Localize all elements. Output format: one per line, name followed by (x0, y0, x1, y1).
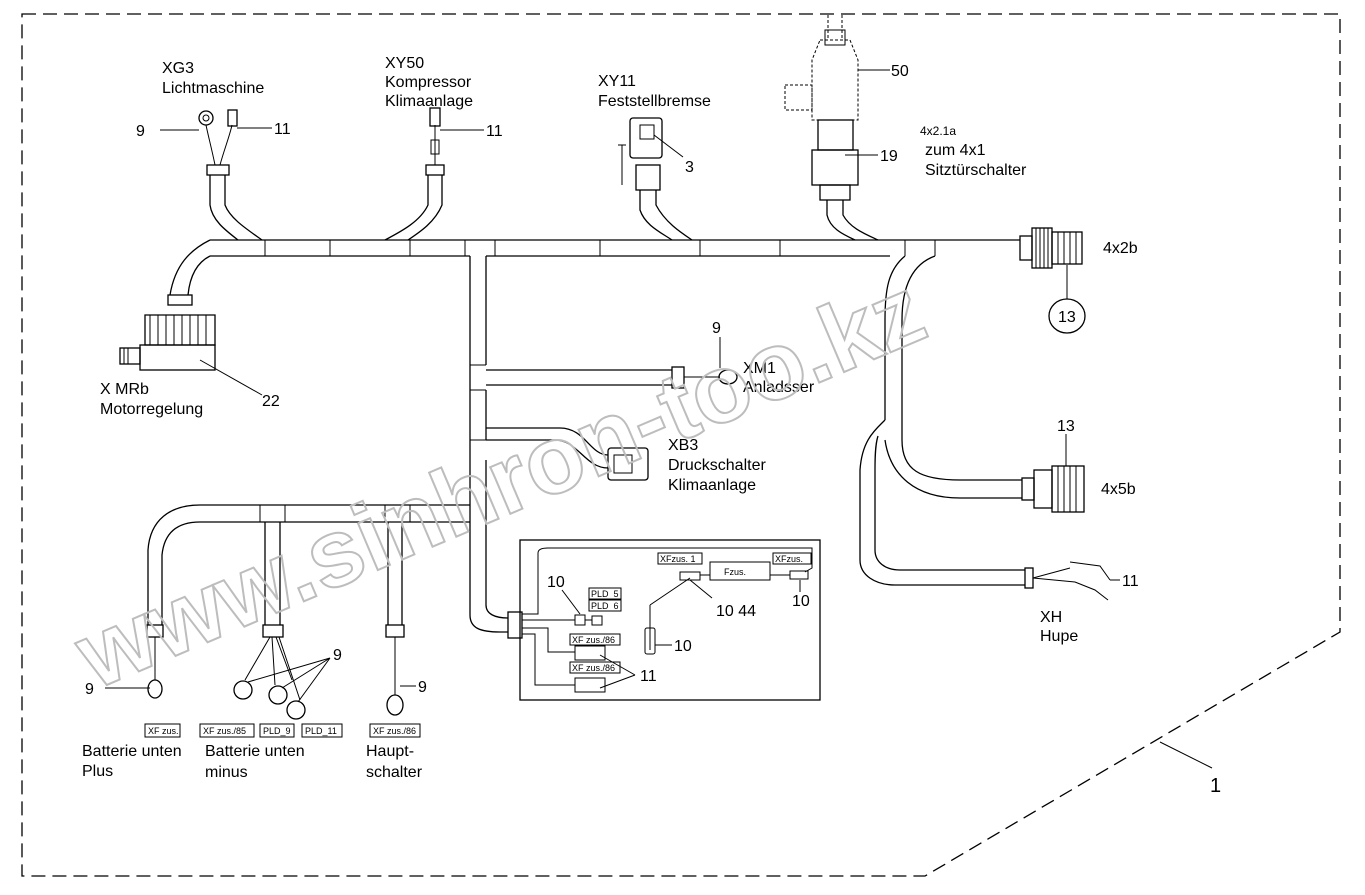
leader-3 (653, 134, 684, 158)
tag-box-xfzus-2 (772, 552, 812, 565)
label-xh-code: XH (1040, 609, 1062, 626)
label-xb3-name1: Druckschalter (668, 457, 766, 474)
connector-4x2b-shape (1019, 227, 1083, 269)
leader-11-box (599, 654, 636, 689)
label-bat-minus-2: minus (205, 764, 248, 781)
tag-pld-5: PLD_5 (591, 589, 619, 599)
label-xy50-name1: Kompressor (385, 74, 472, 91)
label-xy11-code: XY11 (598, 73, 636, 90)
callout-9-haupt: 9 (418, 679, 427, 696)
tag-box-xf-zus (144, 723, 181, 738)
label-bat-plus-1: Batterie unten (82, 743, 182, 760)
harness-boundary (21, 13, 1341, 877)
main-trunk (200, 239, 1020, 523)
watermark: www.sinhron-too.kz (60, 256, 939, 710)
label-xy50-name2: Klimaanlage (385, 93, 473, 110)
callout-13-bottom: 13 (1057, 418, 1075, 435)
label-haupt-1: Haupt- (366, 743, 414, 760)
tag-fzus: Fzus. (724, 567, 746, 577)
leader-9-minus (247, 657, 331, 703)
label-haupt-2: schalter (366, 764, 423, 781)
callout-13-top: 13 (1058, 309, 1076, 326)
label-xg3-name: Lichtmaschine (162, 80, 264, 97)
tag-box-xf-zus-85 (199, 723, 255, 738)
tag-box-xf-zus-86b (569, 633, 621, 646)
label-4x5b: 4x5b (1101, 481, 1136, 498)
tag-box-xfzus-1 (657, 552, 703, 565)
tag-box-xf-zus-86c (569, 661, 621, 674)
leader-22 (199, 359, 263, 396)
tag-xf-zus-86c: XF zus./86 (572, 663, 615, 673)
tag-xfzus-2: XFzus. (775, 554, 803, 564)
branch-sitztuer (784, 15, 879, 241)
label-xm1-code: XM1 (743, 360, 776, 377)
callout-11-box: 11 (640, 668, 657, 685)
fuse-inset (469, 505, 821, 701)
callout-11-xy50: 11 (486, 123, 503, 140)
tag-xf-zus-85: XF zus./85 (203, 726, 246, 736)
callout-9-plus: 9 (85, 681, 94, 698)
callout-10-a: 10 (547, 574, 565, 591)
callout-9-xg3: 9 (136, 123, 145, 140)
label-xy50-code: XY50 (385, 55, 424, 72)
callout-9-minus: 9 (333, 647, 342, 664)
branch-xm1 (486, 366, 738, 389)
branch-right-down (859, 255, 1111, 601)
tag-pld-11: PLD_11 (305, 726, 337, 736)
label-sitz-name2: Sitztürschalter (925, 162, 1027, 179)
label-sitz-code: 4x2.1a (920, 124, 956, 138)
tag-box-xf-zus-86a (369, 723, 421, 738)
label-4x2b: 4x2b (1103, 240, 1138, 257)
callout-11-xh: 11 (1122, 573, 1139, 590)
leader-10-a (561, 589, 581, 615)
label-xm1-name: Anladsser (743, 379, 815, 396)
callout-3: 3 (685, 159, 694, 176)
callout-1: 1 (1210, 775, 1221, 797)
label-xb3-code: XB3 (668, 437, 698, 454)
label-bat-plus-2: Plus (82, 763, 113, 780)
branch-bottom-left (146, 504, 405, 720)
tag-xf-zus-86b: XF zus./86 (572, 635, 615, 645)
callout-22: 22 (262, 393, 280, 410)
callout-11-xg3: 11 (274, 121, 291, 138)
label-xmrb-code: X MRb (100, 381, 149, 398)
leader-part-1 (1159, 741, 1213, 769)
label-xb3-name2: Klimaanlage (668, 477, 756, 494)
callout-10-c: 10 (674, 638, 692, 655)
label-sitz-name1: zum 4x1 (925, 142, 986, 159)
leader-10-44 (689, 579, 713, 599)
callout-10-44: 10 44 (716, 603, 756, 620)
callout-19: 19 (880, 148, 898, 165)
label-xy11-name: Feststellbremse (598, 93, 711, 110)
label-xh-name: Hupe (1040, 628, 1078, 645)
tag-pld-6: PLD_6 (591, 601, 619, 611)
branch-xb3 (486, 427, 649, 481)
callout-50: 50 (891, 63, 909, 80)
branch-xg3 (198, 109, 263, 241)
callout-10-b: 10 (792, 593, 810, 610)
tag-xfzus-1: XFzus. 1 (660, 554, 696, 564)
tag-box-pld-11 (301, 723, 343, 738)
tag-box-pld-5 (588, 587, 622, 600)
label-xmrb-name: Motorregelung (100, 401, 203, 418)
label-xg3-code: XG3 (162, 60, 194, 77)
tag-xf-zus-86a: XF zus./86 (373, 726, 416, 736)
tag-box-pld-9 (259, 723, 295, 738)
label-bat-minus-1: Batterie unten (205, 743, 305, 760)
tag-pld-9: PLD_9 (263, 726, 291, 736)
branch-xy11 (618, 117, 693, 241)
callout-9-xm1: 9 (712, 320, 721, 337)
branch-xy50 (384, 107, 445, 241)
tag-xf-zus: XF zus. (148, 726, 179, 736)
tag-box-pld-6 (588, 599, 622, 612)
branch-mrb (119, 239, 216, 371)
